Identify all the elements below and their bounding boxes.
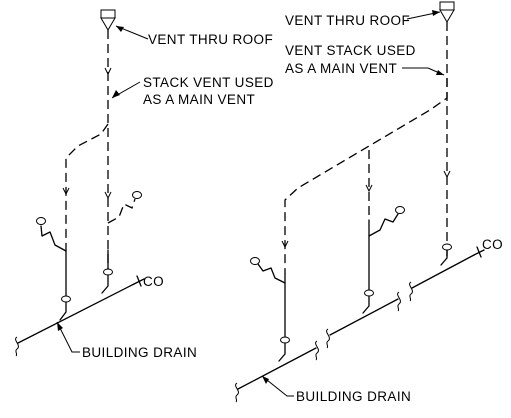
left-stack-vent-mark-top [104, 67, 112, 76]
right-drain-break-symbol-e [409, 281, 413, 302]
left-roof-vent-cap-icon [100, 9, 116, 31]
left-label-cleanout: CO [143, 274, 164, 289]
right-drain-break-symbol-d [397, 291, 401, 312]
svg-text:BUILDING DRAIN: BUILDING DRAIN [82, 345, 197, 360]
left-cleanout-fitting-b [103, 268, 113, 276]
left-cleanout-fitting-a [61, 295, 71, 303]
svg-text:AS A MAIN VENT: AS A MAIN VENT [143, 92, 255, 107]
right-cleanout-fitting-c [442, 243, 452, 251]
left-drain-break-symbol [15, 336, 19, 357]
left-view-stack-vent [15, 9, 145, 357]
right-cleanout-tick [476, 246, 482, 258]
right-label-building-drain: BUILDING DRAIN [261, 375, 411, 404]
svg-text:VENT STACK USED: VENT STACK USED [285, 43, 416, 58]
right-vent-header-mark [281, 240, 289, 249]
right-drain-break-symbol-b [315, 340, 319, 361]
svg-text:VENT THRU ROOF: VENT THRU ROOF [285, 13, 410, 28]
right-vent-stack-mark [443, 170, 451, 179]
right-cleanout-fitting-a [280, 336, 290, 344]
left-waste-stack-a-base [59, 301, 67, 321]
right-roof-vent-cap-icon [439, 1, 455, 23]
right-view-vent-stack [235, 1, 485, 403]
right-fixture-trap-a [250, 257, 286, 284]
right-label-cleanout: CO [482, 237, 503, 252]
right-drain-break-symbol-a [235, 382, 239, 403]
left-fixture-trap-b [107, 191, 142, 224]
right-waste-stack-b-base [362, 295, 370, 314]
left-fixture-trap-a [36, 217, 67, 252]
right-cleanout-fitting-b [364, 289, 374, 297]
left-cleanout-tick [136, 275, 142, 287]
right-label-vent-stack: VENT STACK USED AS A MAIN VENT [285, 43, 445, 76]
left-waste-stack-b-base [101, 274, 109, 294]
right-label-vent-thru-roof: VENT THRU ROOF [285, 10, 441, 28]
svg-text:BUILDING DRAIN: BUILDING DRAIN [296, 389, 411, 404]
left-vent-offset-mark [62, 187, 70, 196]
right-waste-stack-a-base [278, 342, 286, 362]
right-waste-stack-c-base [440, 249, 448, 266]
right-drain-break-symbol-c [326, 328, 330, 349]
left-label-vent-thru-roof: VENT THRU ROOF [115, 25, 273, 47]
right-building-drain-line-b [329, 298, 399, 336]
right-building-drain-line-c [411, 254, 475, 289]
right-fixture-trap-b [368, 206, 405, 237]
left-stack-vent-mark-mid [104, 191, 112, 200]
right-building-drain-line-a [237, 347, 317, 390]
right-vent-header-dashed [284, 78, 448, 274]
left-label-building-drain: BUILDING DRAIN [56, 321, 197, 360]
left-label-stack-vent: STACK VENT USED AS A MAIN VENT [111, 75, 274, 107]
right-middle-vent-mark [365, 184, 373, 193]
left-building-drain-line [17, 283, 135, 344]
svg-text:VENT THRU ROOF: VENT THRU ROOF [148, 32, 273, 47]
left-vent-offset-dashed [65, 123, 109, 245]
svg-text:STACK VENT USED: STACK VENT USED [143, 75, 274, 90]
svg-text:AS A MAIN VENT: AS A MAIN VENT [285, 61, 397, 76]
